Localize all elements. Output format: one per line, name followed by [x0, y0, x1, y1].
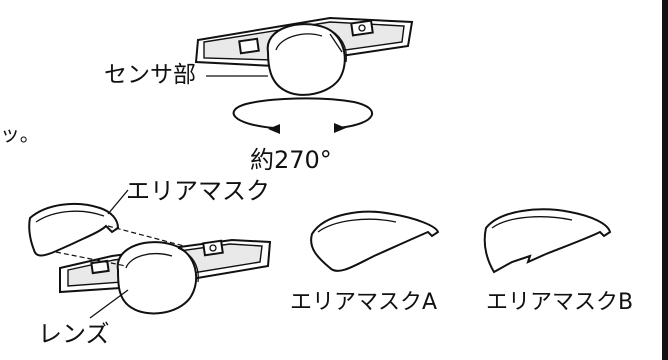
area-mask-a-shape [310, 210, 440, 272]
dash-guide-2 [55, 251, 127, 267]
cut-off-text: ッ。 [0, 122, 40, 146]
rotation-angle-label: 約270° [250, 146, 332, 174]
area-mask-b-label: エリアマスクB [486, 290, 634, 315]
area-mask-leader [107, 189, 129, 215]
dash-guide-1 [107, 225, 185, 247]
right-border [662, 0, 668, 360]
area-mask-label: エリアマスク [126, 177, 270, 205]
sensor-part-label: センサ部 [104, 62, 196, 88]
top-sensor-unit [194, 16, 414, 96]
lens-leader [89, 289, 129, 319]
area-mask-a-label: エリアマスクA [290, 290, 438, 315]
lens-label: レンズ [38, 320, 110, 348]
area-mask-b-shape [483, 208, 612, 274]
rotation-arrow [232, 97, 373, 134]
area-mask-piece [28, 202, 120, 257]
bottom-sensor-unit [59, 238, 272, 315]
